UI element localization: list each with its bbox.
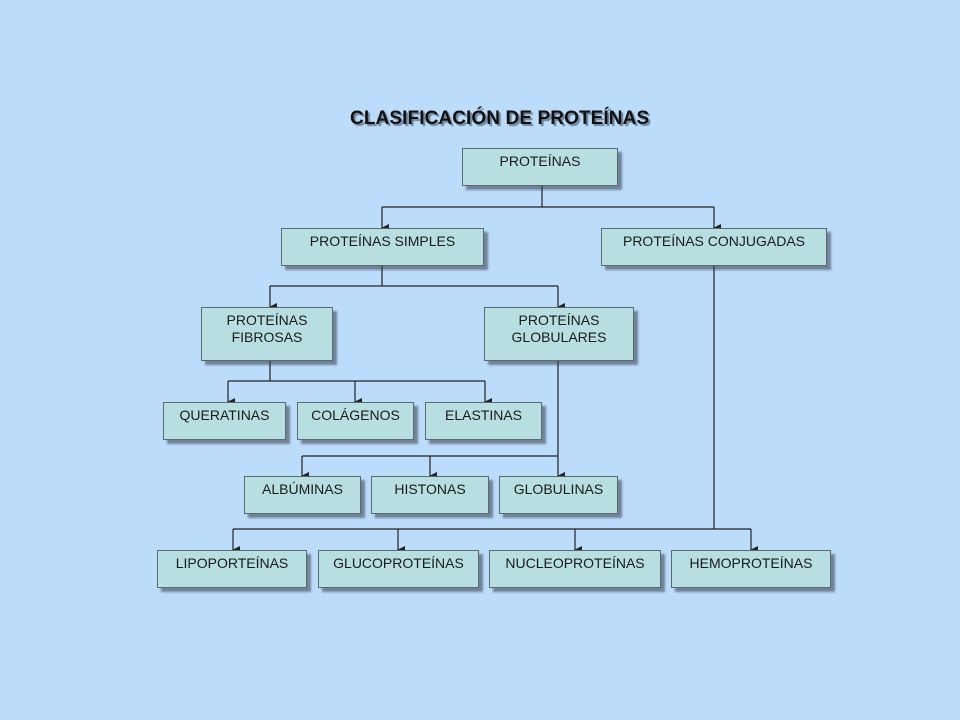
node-proteinas-globulares: PROTEÍNAS GLOBULARES bbox=[484, 307, 634, 361]
node-proteinas-conjugadas: PROTEÍNAS CONJUGADAS bbox=[601, 228, 827, 266]
node-globulinas: GLOBULINAS bbox=[499, 476, 618, 514]
node-proteinas-fibrosas: PROTEÍNAS FIBROSAS bbox=[201, 307, 333, 361]
node-albuminas: ALBÚMINAS bbox=[244, 476, 361, 514]
node-proteinas-simples: PROTEÍNAS SIMPLES bbox=[281, 228, 484, 266]
node-nucleoproteinas: NUCLEOPROTEÍNAS bbox=[489, 550, 661, 588]
node-glucoproteinas: GLUCOPROTEÍNAS bbox=[318, 550, 479, 588]
node-colagenos: COLÁGENOS bbox=[297, 402, 414, 440]
diagram-title: CLASIFICACIÓN DE PROTEÍNAS bbox=[350, 108, 650, 129]
node-histonas: HISTONAS bbox=[371, 476, 489, 514]
node-hemoproteinas: HEMOPROTEÍNAS bbox=[671, 550, 831, 588]
node-lipoproteinas: LIPOPORTEÍNAS bbox=[157, 550, 307, 588]
node-elastinas: ELASTINAS bbox=[425, 402, 542, 440]
node-proteinas: PROTEÍNAS bbox=[462, 148, 618, 186]
node-queratinas: QUERATINAS bbox=[163, 402, 286, 440]
